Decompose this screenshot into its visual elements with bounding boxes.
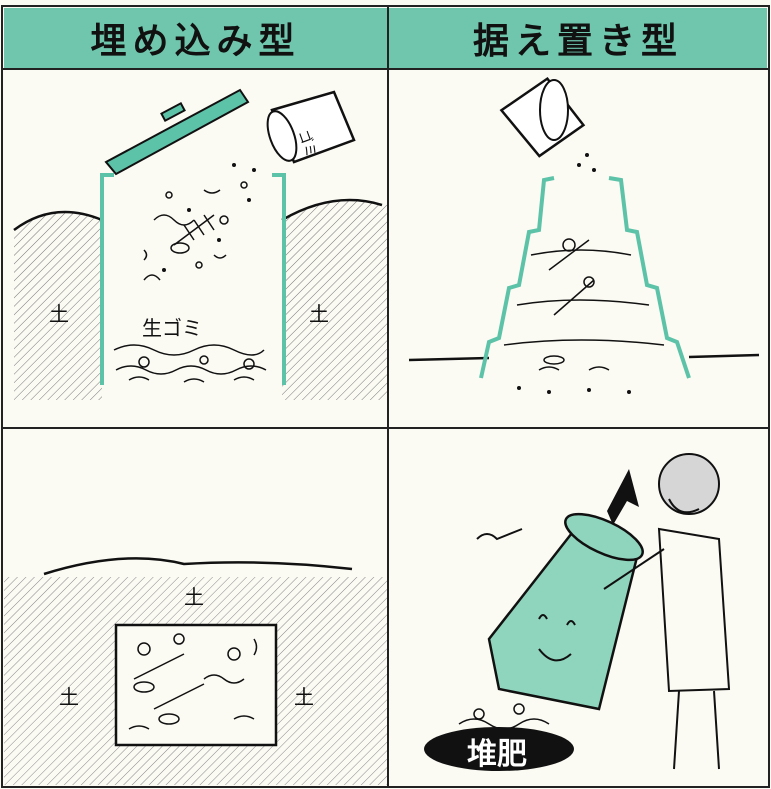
panel-buried-pouring: ゴミ — [4, 70, 387, 427]
buried-pouring-illustration: ゴミ — [13, 88, 387, 400]
soil-label-left: 土 — [49, 302, 69, 326]
woman-figure-icon — [603, 453, 731, 770]
kitchen-waste-label: 生ゴミ — [142, 316, 202, 340]
standing-pouring-illustration — [408, 76, 760, 394]
bucket-icon — [499, 76, 586, 158]
bucket-icon: ゴミ — [266, 90, 356, 164]
up-arrow-icon — [607, 469, 639, 525]
compost-bin-icon — [479, 176, 691, 379]
soil-label-right: 土 — [294, 685, 314, 709]
lid-icon — [104, 88, 250, 176]
compost-bin-icon — [487, 512, 644, 711]
header-standing-type: 据え置き型 — [389, 8, 767, 68]
panel-standing-compost: 堆肥 — [389, 429, 767, 785]
panel-standing-pouring — [389, 70, 767, 427]
soil-label-left: 土 — [59, 685, 79, 709]
soil-label-right: 土 — [309, 302, 329, 326]
header-buried-type: 埋め込み型 — [4, 8, 387, 68]
compost-label: 堆肥 — [467, 737, 527, 772]
panel-buried-soil: 土 土 土 — [4, 429, 387, 785]
buried-soil-illustration — [4, 557, 387, 785]
standing-compost-illustration — [424, 453, 731, 771]
soil-label-top: 土 — [184, 585, 204, 609]
